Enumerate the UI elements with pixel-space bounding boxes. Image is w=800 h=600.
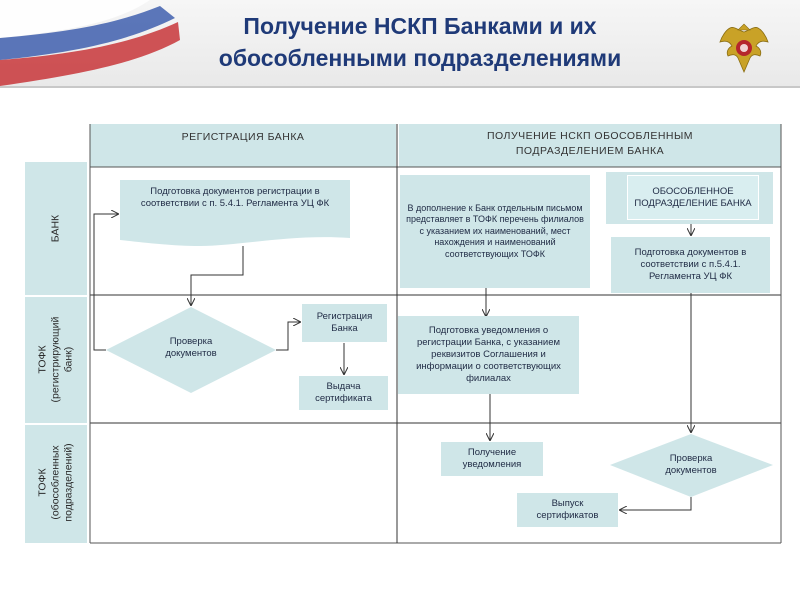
- addition-letter-text: В дополнение к Банк отдельным письмом пр…: [406, 202, 584, 259]
- issue-certificates-text: Выпуск сертификатов: [536, 498, 599, 521]
- lane-cell-bank: [25, 162, 87, 295]
- prep-docs-node: Подготовка документов регистрации в соот…: [124, 186, 346, 210]
- lane-cell-tofk-reg: [25, 297, 87, 423]
- prep-docs-text: Подготовка документов регистрации в соот…: [140, 186, 330, 209]
- lane-label-tofk-sub-line-2: (обособленных: [49, 445, 62, 520]
- column-header-right: ПОЛУЧЕНИЕ НСКП ОБОСОБЛЕННЫМ ПОДРАЗДЕЛЕНИ…: [399, 124, 781, 167]
- page-title: Получение НСКП Банками и их обособленным…: [160, 10, 680, 74]
- double-headed-eagle-emblem-icon: [719, 23, 769, 74]
- addition-letter-node: В дополнение к Банк отдельным письмом пр…: [400, 175, 590, 288]
- check-docs-2-text: Проверка документов: [665, 453, 717, 476]
- prep-notice-text: Подготовка уведомления о регистрации Бан…: [416, 325, 561, 384]
- title-line-2: обособленными подразделениями: [218, 45, 622, 71]
- lane-label-bank: БАНК: [50, 179, 63, 279]
- check-docs-1-node: Проверка документов: [146, 336, 236, 360]
- arrow-check-to-registration: [276, 322, 300, 351]
- receive-notice-text: Получение уведомления: [462, 447, 522, 470]
- lane-label-tofk-registering: ТОФК (регистрирующий банк): [37, 300, 76, 420]
- check-docs-1-text: Проверка документов: [165, 336, 217, 359]
- arrow-check-back-to-prep: [93, 214, 118, 351]
- bank-registration-text: Регистрация Банка: [316, 311, 373, 334]
- arrow-check2-to-issue: [620, 497, 692, 510]
- column-header-right-line-1: ПОЛУЧЕНИЕ НСКП ОБОСОБЛЕННЫМ: [486, 130, 694, 142]
- prep-notice-node: Подготовка уведомления о регистрации Бан…: [398, 316, 579, 394]
- arrow-prep-to-check: [191, 246, 244, 305]
- slide-header: Получение НСКП Банками и их обособленным…: [0, 0, 800, 86]
- header-divider: [0, 86, 800, 88]
- prep-docs-2-node: Подготовка документов в соответствии с п…: [611, 237, 770, 293]
- lane-label-tofk-subdivisions: ТОФК (обособленных подразделений): [37, 423, 76, 543]
- bank-registration-node: Регистрация Банка: [302, 304, 387, 342]
- column-header-right-line-2: ПОДРАЗДЕЛЕНИЕМ БАНКА: [515, 145, 665, 157]
- column-header-left: РЕГИСТРАЦИЯ БАНКА: [90, 124, 396, 167]
- flag-decoration: [0, 0, 180, 86]
- lane-label-bank-text: БАНК: [49, 214, 62, 243]
- separate-division-text: ОБОСОБЛЕННОЕ ПОДРАЗДЕЛЕНИЕ БАНКА: [634, 185, 752, 209]
- lane-label-tofk-reg-line-1: ТОФК: [36, 345, 49, 374]
- title-line-1: Получение НСКП Банками и их: [243, 13, 597, 39]
- issue-certificate-node: Выдача сертификата: [299, 376, 388, 410]
- receive-notice-node: Получение уведомления: [441, 442, 543, 476]
- lane-label-tofk-reg-line-3: банк): [62, 346, 75, 373]
- issue-certificate-text: Выдача сертификата: [315, 381, 372, 404]
- separate-division-node: ОБОСОБЛЕННОЕ ПОДРАЗДЕЛЕНИЕ БАНКА: [627, 175, 759, 220]
- lane-label-tofk-sub-line-3: подразделений): [62, 443, 75, 522]
- lane-label-tofk-sub-line-1: ТОФК: [36, 468, 49, 497]
- column-header-left-label: РЕГИСТРАЦИЯ БАНКА: [181, 131, 305, 143]
- issue-certificates-node: Выпуск сертификатов: [517, 493, 618, 527]
- lane-cell-tofk-sub: [25, 425, 87, 543]
- check-docs-2-node: Проверка документов: [646, 453, 736, 477]
- lane-label-tofk-reg-line-2: (регистрирующий: [49, 316, 62, 403]
- prep-docs-2-text: Подготовка документов в соответствии с п…: [634, 247, 747, 282]
